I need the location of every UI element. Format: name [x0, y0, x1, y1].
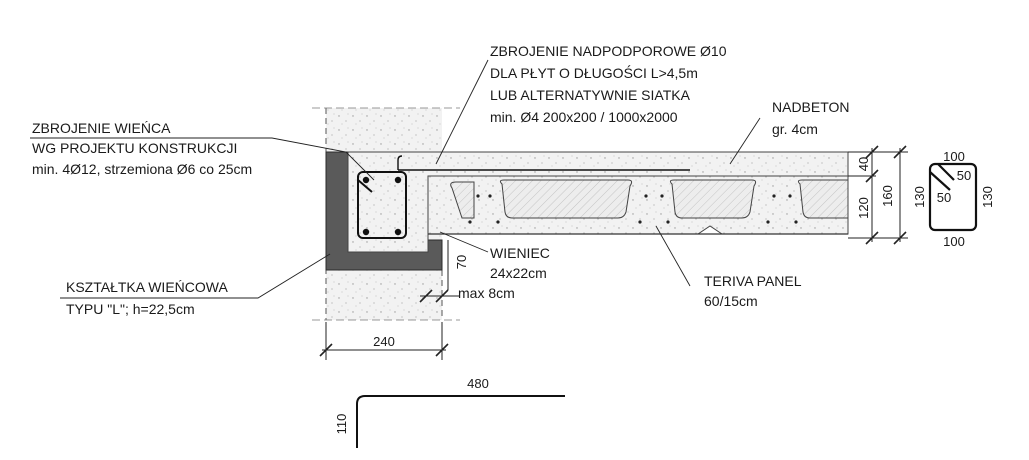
leader-lines: [30, 59, 761, 299]
label-ring-beam-reinforcement: ZBROJENIE WIEŃCA WG PROJEKTU KONSTRUKCJI…: [32, 120, 252, 177]
dim-stirrup-right: 130: [980, 186, 995, 208]
ring-beam-stirrup: [357, 155, 407, 239]
dim-stirrup-hook-b: 50: [937, 190, 951, 205]
dim-wall-width: 240: [373, 334, 395, 349]
label-teriva-panel: TERIVA PANEL 60/15cm: [704, 273, 802, 309]
label-line: 60/15cm: [704, 293, 758, 309]
label-formwork: KSZTAŁTKA WIEŃCOWA TYPU "L"; h=22,5cm: [66, 279, 228, 317]
dim-bar-length: 480: [467, 376, 489, 391]
teriva-panel: [427, 175, 849, 235]
dim-stirrup-hook-a: 50: [957, 168, 971, 183]
label-line: LUB ALTERNATYWNIE SIATKA: [490, 87, 691, 103]
label-max-gap: max 8cm: [458, 285, 515, 301]
bent-bar-detail: [356, 395, 565, 448]
dimension-wall-width: [319, 322, 449, 360]
label-line: KSZTAŁTKA WIEŃCOWA: [66, 279, 228, 295]
label-line: WIENIEC: [490, 245, 550, 261]
label-line: min. 4Ø12, strzemiona Ø6 co 25cm: [32, 161, 252, 177]
label-ring-beam: WIENIEC 24x22cm: [490, 245, 550, 281]
stirrup-detail: [928, 162, 978, 232]
dim-right-160: 160: [880, 185, 895, 207]
dimension-right: [848, 145, 908, 245]
label-topping: NADBETON gr. 4cm: [772, 99, 850, 137]
dim-stirrup-bottom: 100: [943, 234, 965, 249]
dim-right-120: 120: [856, 197, 871, 219]
label-reinforcement-over-support: ZBROJENIE NADPODPOROWE Ø10 DLA PŁYT O DŁ…: [490, 43, 727, 125]
dimension-gap: [419, 240, 460, 303]
label-line: DLA PŁYT O DŁUGOŚCI L>4,5m: [490, 64, 698, 81]
label-line: TERIVA PANEL: [704, 273, 802, 289]
label-line: WG PROJEKTU KONSTRUKCJI: [32, 140, 237, 156]
label-line: gr. 4cm: [772, 121, 818, 137]
label-line: min. Ø4 200x200 / 1000x2000: [490, 109, 678, 125]
dim-stirrup-top: 100: [943, 149, 965, 164]
label-line: NADBETON: [772, 99, 850, 115]
dim-right-40: 40: [856, 157, 871, 171]
label-line: ZBROJENIE WIEŃCA: [32, 120, 171, 136]
label-line: TYPU "L"; h=22,5cm: [66, 301, 195, 317]
dim-gap-height: 70: [454, 255, 469, 269]
dim-stirrup-left: 130: [912, 186, 927, 208]
dim-bar-hook: 110: [334, 414, 349, 435]
label-line: ZBROJENIE NADPODPOROWE Ø10: [490, 43, 727, 59]
label-line: 24x22cm: [490, 265, 547, 281]
